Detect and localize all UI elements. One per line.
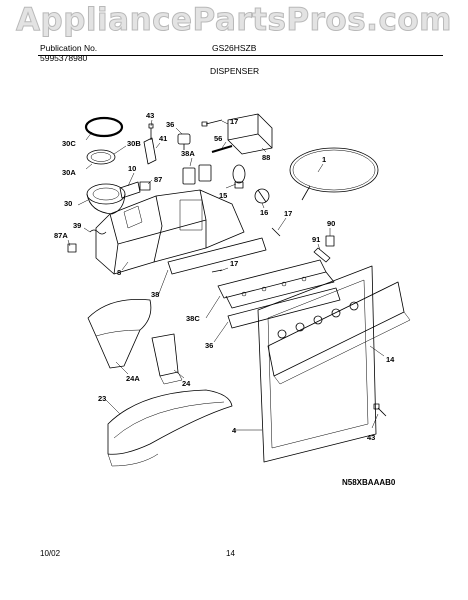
part-switch-38a xyxy=(182,164,212,185)
part-pin-56 xyxy=(211,145,233,153)
callout: 10 xyxy=(128,164,136,173)
part-flapper-24 xyxy=(151,333,183,385)
callout: 87A xyxy=(54,231,68,240)
drawing-id: N58XBAAAB0 xyxy=(342,478,396,487)
callout: 30A xyxy=(62,168,76,177)
part-clip-87a xyxy=(67,243,77,253)
callout: 39 xyxy=(73,221,81,230)
callout: 1 xyxy=(322,155,326,164)
callout: 15 xyxy=(219,191,227,200)
callout: 4 xyxy=(232,426,237,435)
part-screw-43-low xyxy=(373,403,387,417)
callout: 30 xyxy=(64,199,72,208)
part-board-38c xyxy=(217,259,335,309)
callout: 91 xyxy=(312,235,320,244)
page-number: 14 xyxy=(226,549,235,558)
part-ring-30c xyxy=(84,116,124,138)
callout: 17 xyxy=(230,259,238,268)
callout: 88 xyxy=(262,153,270,162)
part-bulb-15 xyxy=(232,164,246,189)
callout: 56 xyxy=(214,134,222,143)
publication-number: 5995378980 xyxy=(40,53,88,63)
part-module-88 xyxy=(227,113,273,155)
part-bracket-10 xyxy=(119,181,141,199)
watermark: AppliancePartsPros.com xyxy=(16,2,452,39)
callout: 41 xyxy=(159,134,167,143)
part-housing-8 xyxy=(95,189,245,275)
callout: 36 xyxy=(166,120,174,129)
callout: 36 xyxy=(205,341,213,350)
callout: 16 xyxy=(260,208,268,217)
callout: 8 xyxy=(117,268,121,277)
callout: 17 xyxy=(284,209,292,218)
section-title: DISPENSER xyxy=(210,66,260,76)
callout: 30C xyxy=(62,139,76,148)
header-rule xyxy=(38,55,443,56)
callout: 24 xyxy=(182,379,191,388)
part-panel-4 xyxy=(257,265,377,463)
callout: 17 xyxy=(230,117,238,126)
callout: 38 xyxy=(151,290,159,299)
callout: 23 xyxy=(98,394,106,403)
callout: 14 xyxy=(386,355,395,364)
part-disc-30b xyxy=(86,149,116,165)
part-funnel-30 xyxy=(86,183,126,215)
part-tray-23 xyxy=(107,389,233,467)
part-clip-87 xyxy=(139,181,151,191)
part-clip-91 xyxy=(313,247,331,263)
part-clip-41 xyxy=(143,137,157,165)
callout: 43 xyxy=(367,433,375,442)
callout: 87 xyxy=(154,175,162,184)
part-board-38 xyxy=(167,237,267,275)
part-overlay-14 xyxy=(267,281,411,385)
part-screw-17-top xyxy=(201,119,223,127)
part-switch-36-top xyxy=(177,133,191,150)
part-screw-17-low xyxy=(211,269,223,273)
callout-labels: 43 36 17 30C 30B 41 56 88 1 38A 30A 10 8… xyxy=(54,111,395,442)
part-screw-17-mid xyxy=(271,227,281,237)
footer-date: 10/02 xyxy=(40,549,61,558)
part-switch-board-36 xyxy=(227,287,341,329)
callout: 43 xyxy=(146,111,154,120)
leader-lines xyxy=(67,119,385,431)
part-socket-16 xyxy=(254,188,270,204)
callout: 38C xyxy=(186,314,200,323)
part-tubing-1 xyxy=(289,147,379,201)
model-number: GS26HSZB xyxy=(212,43,257,53)
callout: 24A xyxy=(126,374,140,383)
callout: 38A xyxy=(181,149,195,158)
callout: 30B xyxy=(127,139,141,148)
part-chute-24a xyxy=(87,299,152,369)
publication-label: Publication No. xyxy=(40,43,98,53)
part-spring-39 xyxy=(89,229,107,235)
part-clip-90 xyxy=(325,235,335,247)
part-screw-43-top xyxy=(148,123,154,140)
callout: 90 xyxy=(327,219,335,228)
